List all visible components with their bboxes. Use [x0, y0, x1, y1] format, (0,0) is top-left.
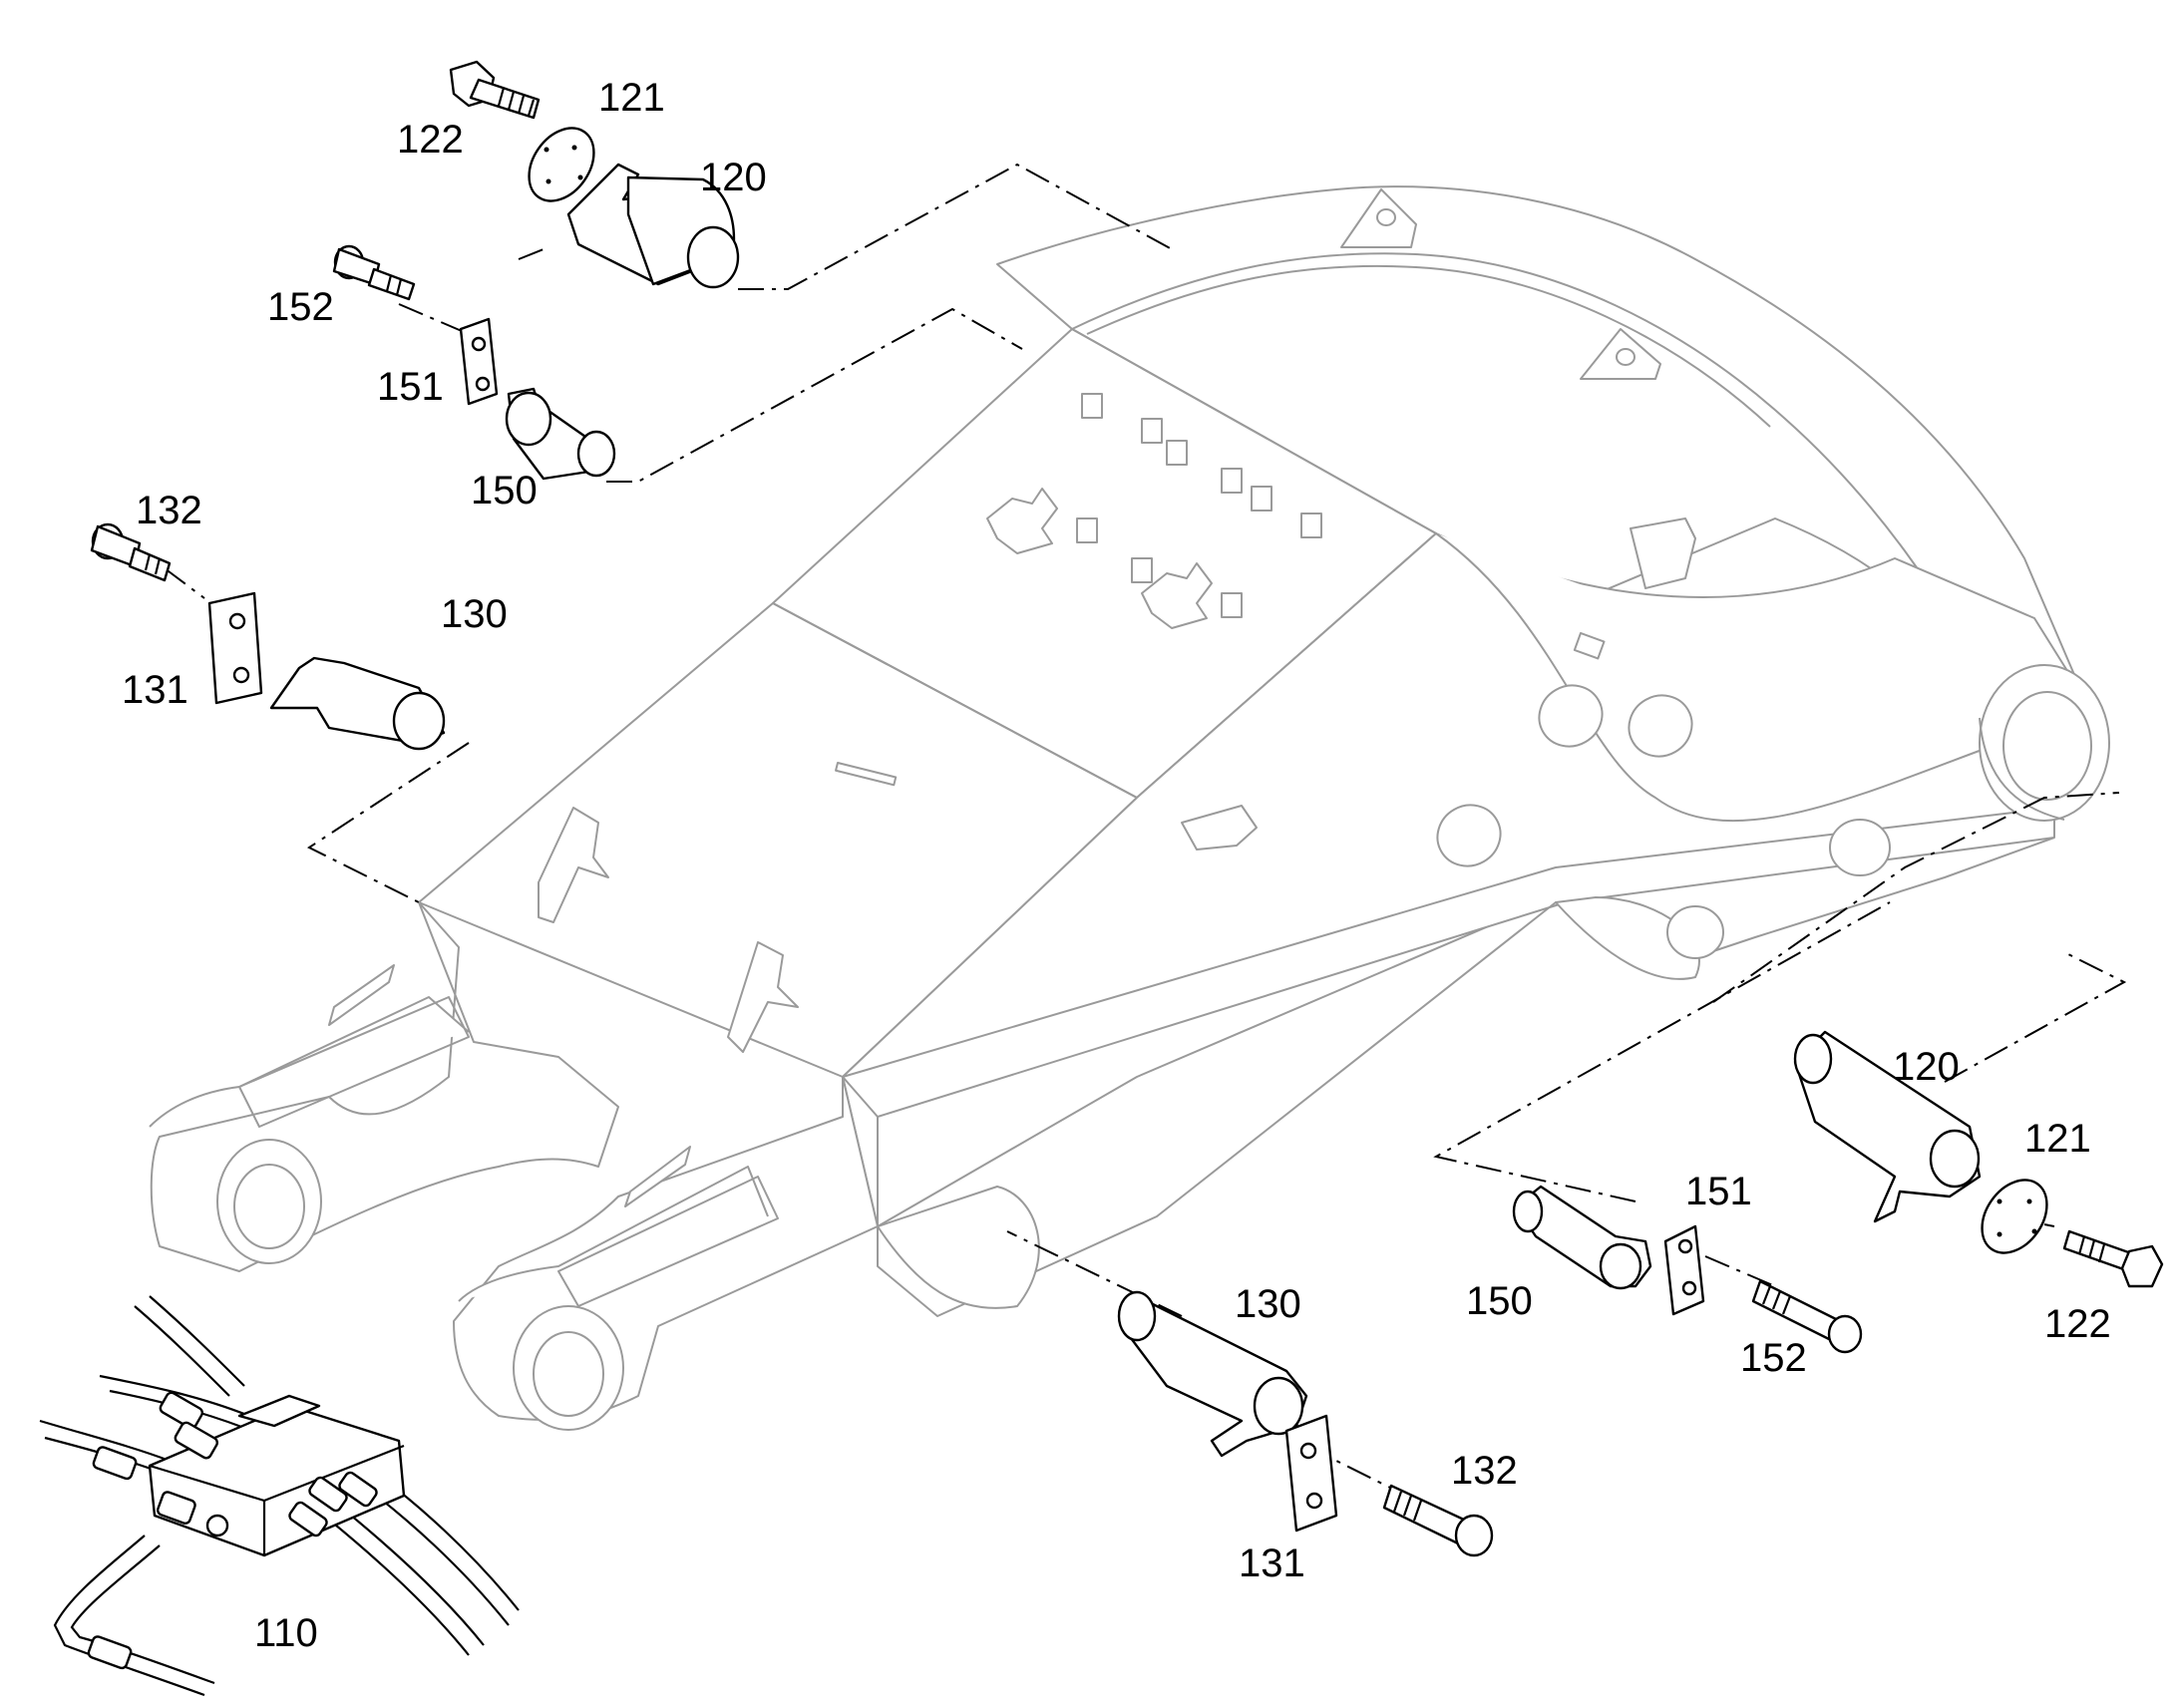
boom-body [149, 185, 2110, 1431]
hex-bolt-icon [2062, 1229, 2164, 1288]
lock-plate-icon [207, 591, 263, 705]
callout-151-top: 151 [377, 365, 444, 409]
shim-plate-icon [1981, 1179, 2048, 1254]
pin-with-flange-icon [269, 656, 446, 751]
callout-130-top: 130 [441, 592, 508, 636]
socket-bolt-icon [332, 244, 416, 301]
lock-plate-icon [1663, 1224, 1705, 1316]
callout-120-bottom: 120 [1893, 1045, 1960, 1089]
callout-152-top: 152 [267, 285, 334, 329]
lock-plate-icon [459, 317, 499, 406]
pin-icon [1512, 1185, 1652, 1290]
callout-152-bottom: 152 [1740, 1336, 1807, 1380]
lock-plate-icon [1284, 1414, 1338, 1533]
callout-132-bottom: 132 [1451, 1449, 1518, 1493]
callout-121-bottom: 121 [2024, 1117, 2091, 1161]
callout-121-top: 121 [598, 76, 665, 120]
socket-bolt-icon [90, 522, 172, 582]
callout-151-bottom: 151 [1685, 1170, 1752, 1213]
callout-131-bottom: 131 [1239, 1541, 1305, 1585]
callout-122-top: 122 [397, 118, 464, 162]
socket-bolt-icon [1751, 1279, 1863, 1354]
hex-bolt-icon [449, 60, 541, 120]
callout-130-bottom: 130 [1235, 1282, 1301, 1326]
pin-with-flange-icon [1793, 1030, 1982, 1223]
shim-plate-icon [528, 127, 595, 202]
pin-icon [505, 387, 616, 481]
pin-with-flange-icon [566, 163, 740, 289]
socket-bolt-icon [1382, 1484, 1494, 1557]
callout-120-top: 120 [700, 156, 767, 199]
callout-110: 110 [254, 1611, 318, 1655]
control-valve-block-icon [39, 1295, 520, 1697]
callout-150-bottom: 150 [1466, 1279, 1533, 1323]
callout-150-top: 150 [471, 469, 538, 512]
callout-131-top: 131 [122, 668, 188, 712]
callout-132-top: 132 [136, 489, 202, 532]
callout-122-bottom: 122 [2044, 1302, 2111, 1346]
pin-with-flange-icon [1117, 1290, 1308, 1458]
